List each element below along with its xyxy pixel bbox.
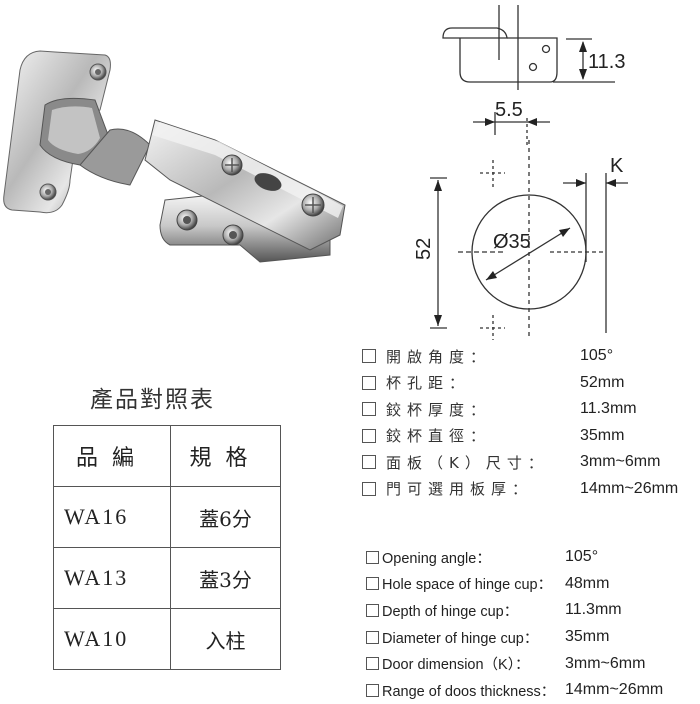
checkbox-icon [366,683,379,697]
spec-label: Diameter of hinge cup： [382,630,539,647]
checkbox-icon [366,630,379,644]
spec-label: 開啟角度： [386,347,492,366]
spec-value: 35mm [580,426,625,444]
spec-value: 35mm [565,628,610,646]
spec-value: 105° [580,347,614,365]
hinge-cup-dimension-diagram: 11.3 5.5 52 Ø35 K [400,0,700,340]
spec-row: 門可選用板厚： 14mm~26mm [362,476,700,503]
spec-label: Hole space of hinge cup： [382,577,553,594]
cup-depth-label: 11.3 [588,51,625,73]
checkbox-icon [362,375,376,390]
product-spec: 蓋6分 [170,486,281,548]
header-spec: 規格 [170,425,281,487]
spec-label: Range of doos thickness： [382,683,556,700]
spec-value: 14mm~26mm [565,681,664,699]
checkbox-icon [366,657,379,671]
spec-row: 鉸杯直徑： 35mm [362,423,700,450]
spec-label: 鉸杯直徑： [386,427,492,446]
spec-row: 面板（K）尺寸： 3mm~6mm [362,449,700,476]
table-row: WA10 入柱 [53,608,281,670]
spec-value: 11.3mm [580,400,637,418]
spec-row: Door dimension（K）： 3mm~6mm [366,650,700,677]
product-code: WA10 [53,608,171,670]
hinge-product-photo [0,30,360,280]
spec-value: 52mm [580,373,625,391]
spec-row: Hole space of hinge cup： 48mm [366,571,700,598]
specs-chinese: 開啟角度： 105° 杯孔距： 52mm 鉸杯厚度： 11.3mm 鉸杯直徑： … [362,343,700,502]
spec-row: 杯孔距： 52mm [362,370,700,397]
checkbox-icon [362,349,376,364]
hole-distance-label: 52 [413,238,435,260]
table-row: WA16 蓋6分 [53,486,281,548]
spec-label: 面板（K）尺寸： [386,453,549,472]
checkbox-icon [366,550,379,564]
spec-row: Diameter of hinge cup： 35mm [366,624,700,651]
table-row: WA13 蓋3分 [53,547,281,609]
spec-value: 3mm~6mm [565,654,646,672]
checkbox-icon [362,428,376,443]
comparison-table: 品編 規格 WA16 蓋6分 WA13 蓋3分 WA10 入柱 [53,425,281,670]
spec-value: 3mm~6mm [580,453,661,471]
spec-label: Door dimension（K）： [382,657,530,674]
table-header-row: 品編 規格 [53,425,281,487]
checkbox-icon [362,402,376,417]
spec-label: Depth of hinge cup： [382,603,519,620]
comparison-table-title: 產品對照表 [90,387,215,413]
spec-label: 鉸杯厚度： [386,400,492,419]
specs-english: Opening angle： 105° Hole space of hinge … [366,544,700,704]
spec-value: 14mm~26mm [580,479,679,497]
product-spec: 蓋3分 [170,547,281,609]
spec-row: 鉸杯厚度： 11.3mm [362,396,700,423]
spec-row: 開啟角度： 105° [362,343,700,370]
spec-label: Opening angle： [382,550,491,567]
spec-row: Range of doos thickness： 14mm~26mm [366,677,700,704]
header-code: 品編 [53,425,171,487]
offset-label: 5.5 [495,99,523,121]
spec-label: 杯孔距： [386,374,471,393]
checkbox-icon [362,481,376,496]
spec-row: Depth of hinge cup： 11.3mm [366,597,700,624]
product-code: WA16 [53,486,171,548]
spec-value: 48mm [565,574,610,592]
checkbox-icon [366,603,379,617]
spec-row: Opening angle： 105° [366,544,700,571]
spec-value: 105° [565,548,599,566]
spec-label: 門可選用板厚： [386,480,534,499]
k-label: K [610,155,624,177]
checkbox-icon [366,577,379,591]
product-spec: 入柱 [170,608,281,670]
diameter-label: Ø35 [493,231,531,253]
spec-value: 11.3mm [565,601,622,619]
product-code: WA13 [53,547,171,609]
checkbox-icon [362,455,376,470]
